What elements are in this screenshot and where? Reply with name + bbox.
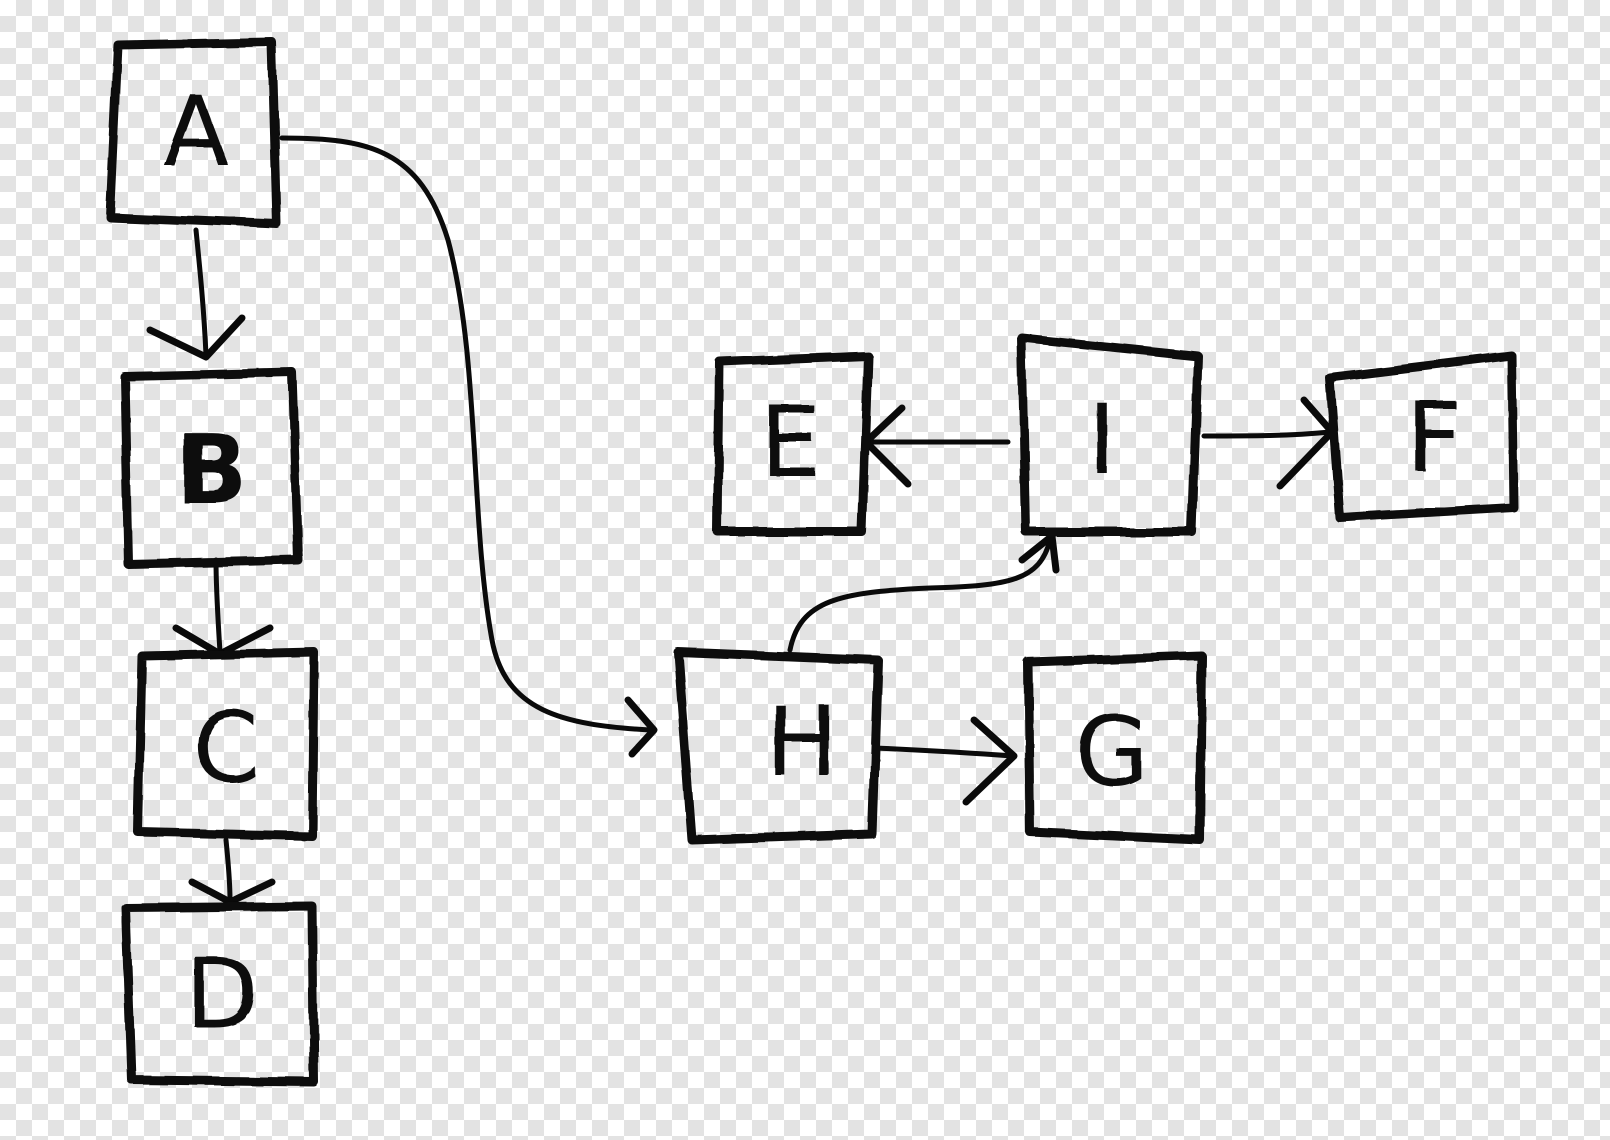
node-a[interactable]: A: [105, 37, 282, 229]
node-i-label: I: [1088, 384, 1116, 496]
node-g-label: G: [1075, 696, 1149, 808]
edge-h-to-i: [787, 532, 1060, 653]
edge-h-to-g: [873, 716, 1018, 806]
edge-i-to-f: [1201, 396, 1336, 490]
node-c-label: C: [192, 692, 259, 804]
node-d-label: D: [185, 938, 259, 1050]
node-g[interactable]: G: [1023, 651, 1207, 845]
node-i[interactable]: I: [1017, 333, 1203, 537]
node-c[interactable]: C: [133, 647, 319, 841]
edges: [146, 135, 1336, 906]
node-d[interactable]: D: [121, 901, 319, 1087]
edge-a-to-h: [279, 135, 658, 758]
node-e[interactable]: E: [713, 351, 873, 537]
node-f[interactable]: F: [1325, 351, 1519, 523]
node-f-label: F: [1406, 382, 1461, 494]
edge-i-to-e: [862, 404, 1011, 488]
edge-a-to-b: [146, 227, 246, 361]
node-b[interactable]: B: [119, 367, 303, 569]
edge-b-to-c: [172, 557, 274, 658]
nodes: A B C D E I F H: [105, 37, 1519, 1087]
node-a-label: A: [163, 76, 229, 188]
node-b-label: B: [175, 414, 248, 526]
node-h[interactable]: H: [673, 647, 883, 845]
node-h-label: H: [766, 686, 838, 798]
node-e-label: E: [760, 386, 821, 498]
edge-c-to-d: [188, 837, 276, 906]
